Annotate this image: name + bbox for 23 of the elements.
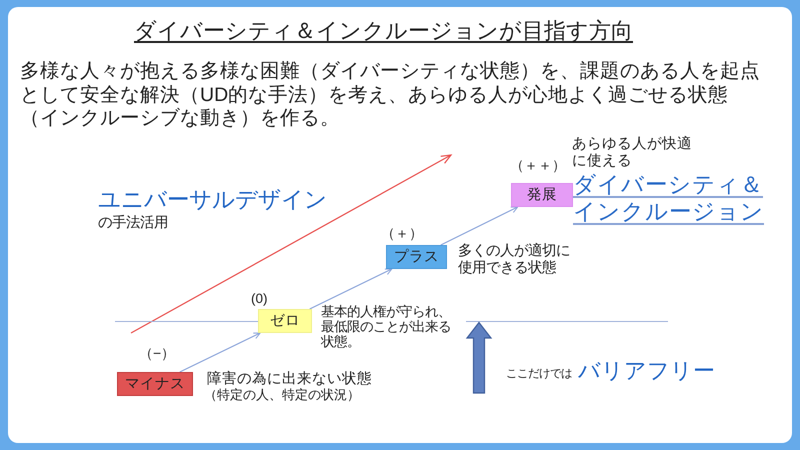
- arrow: [309, 268, 392, 310]
- stage-heading: （＋＋）: [510, 158, 566, 174]
- slide-title: ダイバーシティ＆インクルージョンが目指す方向: [134, 18, 633, 44]
- arrow: [440, 206, 518, 246]
- stage-description: 多くの人が適切に使用できる状態: [458, 243, 571, 276]
- method-heading: ユニバーサルデザイン: [98, 187, 327, 213]
- stage-heading: (0): [251, 291, 268, 307]
- stage-label: プラス: [394, 248, 439, 266]
- stage-heading: （＋）: [381, 226, 423, 242]
- note-text: ここだけでは: [506, 368, 572, 381]
- stage-heading: （−）: [139, 345, 176, 362]
- stage-description: あらゆる人が快適に使える: [572, 136, 693, 170]
- stage-label: ゼロ: [270, 312, 300, 330]
- stage-description: 障害の為に出来ない状態: [207, 371, 372, 388]
- stage-description: 基本的人権が守られ、最低限のことが出来る状態。: [321, 304, 452, 349]
- arrow: [180, 332, 261, 372]
- concept-heading: バリアフリー: [578, 358, 715, 384]
- method-caption: の手法活用: [98, 215, 168, 232]
- stage-note: （特定の人、特定の状況）: [204, 388, 360, 403]
- intro-paragraph: 多様な人々が抱える多様な困難（ダイバーシティな状態）を、課題のある人を起点として安全な解決（UD的な手法）を考え、あらゆる人が心地よく過ごせる状態（インクルーシブな動き）を作る。: [20, 60, 761, 130]
- goal-title: ダイバーシティ＆インクルージョン: [573, 172, 765, 225]
- stage-label: 発展: [527, 186, 557, 204]
- stage-label: マイナス: [125, 376, 185, 392]
